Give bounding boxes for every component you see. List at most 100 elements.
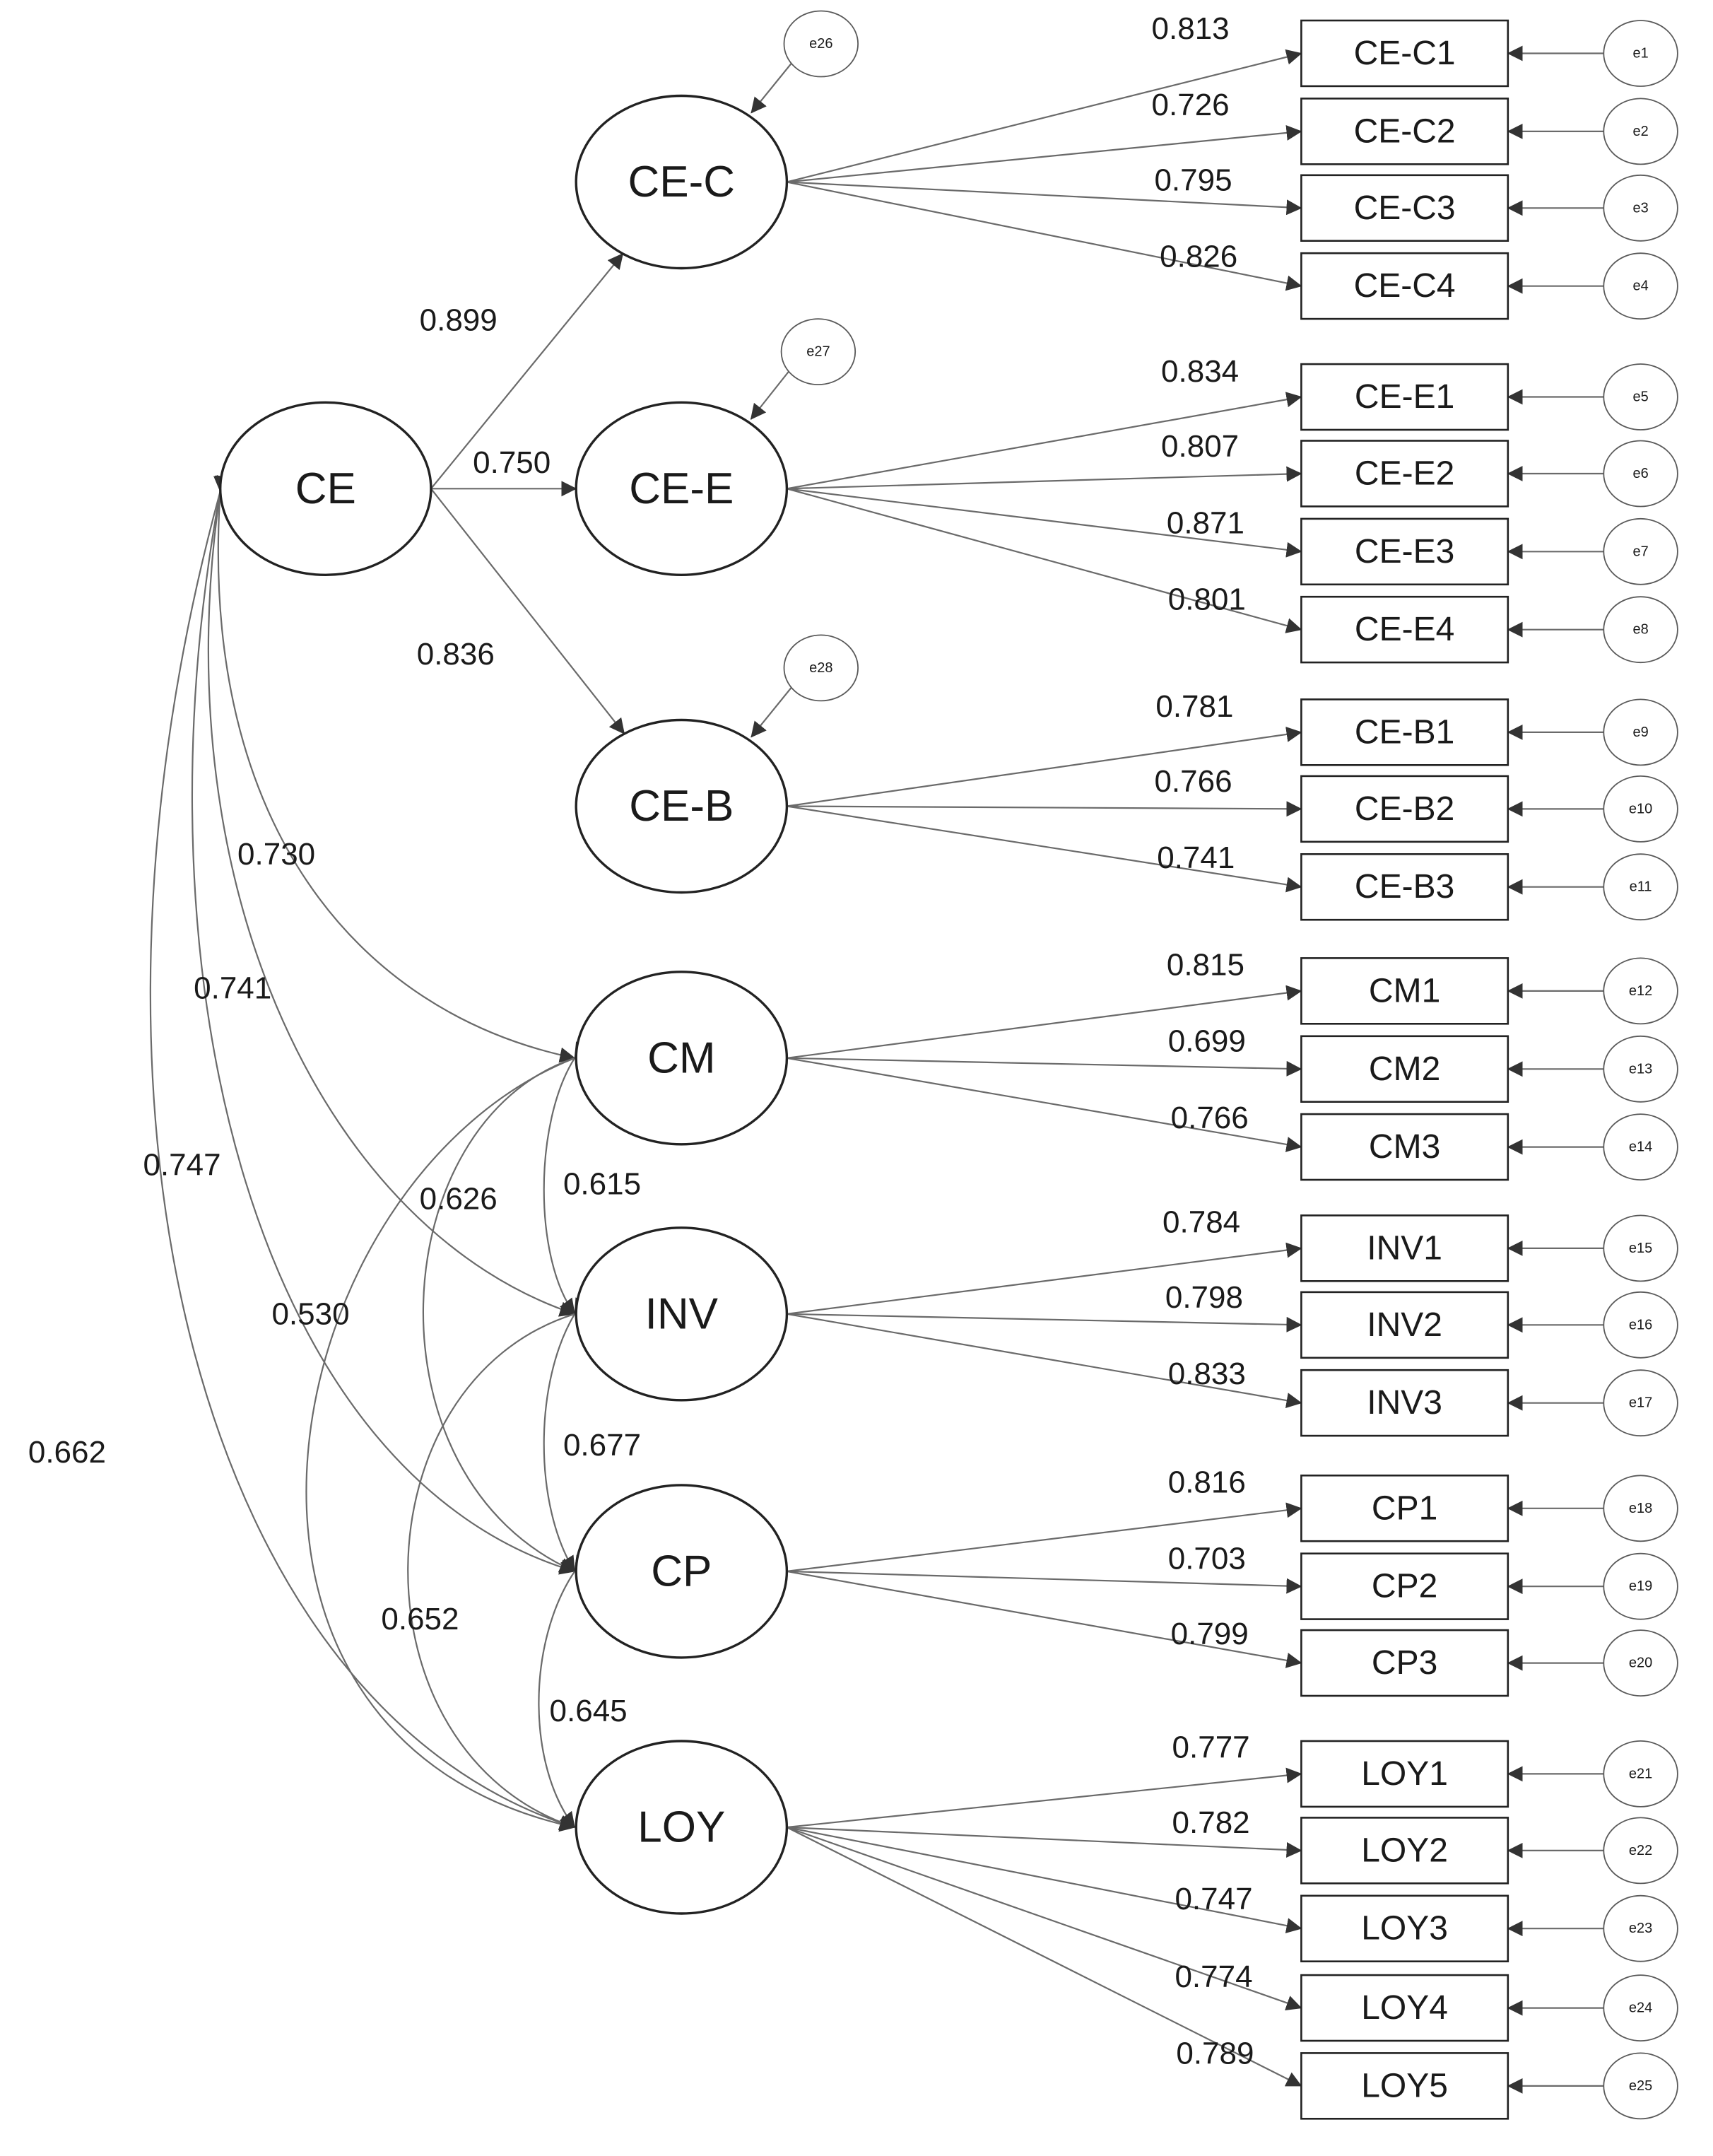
correlation-coef-ce-inv: 0.741 [194, 971, 271, 1006]
error-label-e25: e25 [1629, 2078, 1652, 2094]
indicator-label-ce-b1: CE-B1 [1355, 713, 1454, 751]
indicator-label-ce-c3: CE-C3 [1354, 189, 1456, 227]
structural-arrow-ce-c [430, 253, 624, 489]
latent-cp [575, 1484, 789, 1659]
error-term-e13 [1603, 1035, 1678, 1103]
loading-coef-cm2: 0.699 [1168, 1024, 1246, 1059]
indicator-box-ce-e3 [1300, 517, 1509, 586]
indicator-label-loy4: LOY4 [1361, 1989, 1448, 2027]
indicator-box-cp3 [1300, 1629, 1509, 1697]
error-label-e24: e24 [1629, 2000, 1652, 2016]
indicator-label-ce-e1: CE-E1 [1355, 378, 1454, 416]
loading-coef-ce-e4: 0.801 [1168, 582, 1246, 617]
loading-arrow-loy1 [787, 1767, 1302, 1829]
indicator-box-inv3 [1300, 1369, 1509, 1437]
loading-coef-ce-b1: 0.781 [1155, 689, 1233, 724]
loading-coef-inv2: 0.798 [1165, 1280, 1243, 1315]
loading-arrow-ce-b2 [787, 801, 1302, 817]
loading-arrow-ce-b3 [787, 805, 1302, 893]
indicator-label-cp2: CP2 [1372, 1568, 1437, 1605]
indicator-label-ce-e4: CE-E4 [1355, 611, 1454, 648]
error-label-e21: e21 [1629, 1766, 1652, 1781]
indicator-box-ce-c3 [1300, 174, 1509, 242]
loading-arrow-inv1 [787, 1242, 1302, 1315]
indicator-label-inv1: INV1 [1367, 1229, 1442, 1267]
error-term-e17 [1603, 1369, 1678, 1437]
correlation-coef-inv-loy: 0.652 [381, 1602, 459, 1636]
path-arrows [430, 45, 1604, 2094]
latent-label-cm: CM [647, 1033, 715, 1082]
loading-arrow-cp3 [787, 1570, 1302, 1668]
latent-label-inv: INV [645, 1289, 719, 1338]
loading-coef-ce-e3: 0.871 [1167, 505, 1244, 540]
disturbance-arrow-e27 [750, 370, 789, 420]
loading-coef-ce-b2: 0.766 [1154, 764, 1232, 799]
loading-arrow-cp1 [787, 1502, 1302, 1572]
loading-coef-loy4: 0.774 [1175, 1959, 1252, 1994]
coefficient-labels: 0.7300.7410.7470.6620.6150.6260.5300.677… [28, 11, 1254, 2070]
error-term-e7 [1603, 517, 1678, 585]
loading-arrow-loy3 [787, 1826, 1302, 1933]
loading-coef-ce-b3: 0.741 [1157, 840, 1235, 875]
correlation-coef-ce-cm: 0.730 [237, 837, 315, 872]
correlation-curve-ce-cp [191, 475, 576, 1575]
indicator-label-loy2: LOY2 [1361, 1832, 1448, 1869]
indicator-box-ce-c1 [1300, 19, 1509, 88]
correlation-curve-ce-inv [207, 475, 576, 1317]
structural-coef-ce-e: 0.750 [473, 445, 551, 480]
loading-coef-ce-c4: 0.826 [1160, 240, 1237, 274]
error-label-e18: e18 [1629, 1501, 1652, 1516]
error-label-e4: e4 [1632, 279, 1648, 294]
correlation-coef-ce-loy: 0.662 [28, 1435, 106, 1470]
loading-arrow-cp2 [787, 1570, 1302, 1594]
indicator-box-loy2 [1300, 1817, 1509, 1885]
loading-arrow-ce-c3 [787, 181, 1302, 216]
loading-arrow-ce-c1 [787, 49, 1302, 183]
indicator-label-ce-c4: CE-C4 [1354, 267, 1456, 305]
latent-ce-b [575, 718, 789, 894]
indicator-box-ce-b1 [1300, 698, 1509, 766]
indicator-label-ce-b2: CE-B2 [1355, 790, 1454, 828]
error-label-e15: e15 [1629, 1241, 1652, 1256]
indicator-box-cm3 [1300, 1113, 1509, 1181]
error-term-e12 [1603, 957, 1678, 1025]
structural-arrow-ce-b [430, 488, 625, 734]
loading-coef-ce-e2: 0.807 [1161, 429, 1239, 464]
error-term-e14 [1603, 1113, 1678, 1180]
error-term-e6 [1603, 440, 1678, 508]
latent-inv [575, 1226, 789, 1402]
error-label-e8: e8 [1632, 622, 1648, 638]
indicator-box-cp2 [1300, 1552, 1509, 1620]
error-label-e26: e26 [809, 36, 832, 52]
loading-coef-loy1: 0.777 [1172, 1730, 1250, 1765]
correlation-curves [149, 475, 591, 1832]
loading-coef-ce-c1: 0.813 [1152, 11, 1230, 46]
loading-arrow-ce-e4 [787, 488, 1302, 633]
error-term-e15 [1603, 1214, 1678, 1282]
indicator-box-loy1 [1300, 1740, 1509, 1808]
loading-coef-cm1: 0.815 [1167, 948, 1244, 983]
structural-coef-ce-c: 0.899 [420, 303, 498, 338]
error-term-e19 [1603, 1552, 1678, 1620]
indicator-box-cm1 [1300, 957, 1509, 1025]
latent-cm [575, 971, 789, 1146]
disturbance-arrow-e28 [750, 687, 792, 738]
latent-label-ce-c: CE-C [628, 158, 736, 206]
loading-coef-cp3: 0.799 [1171, 1617, 1249, 1651]
error-label-e16: e16 [1629, 1317, 1652, 1332]
loading-coef-ce-c2: 0.726 [1152, 88, 1230, 122]
error-term-e2 [1603, 98, 1678, 165]
indicator-box-ce-e1 [1300, 363, 1509, 431]
latent-label-loy: LOY [637, 1803, 725, 1852]
error-label-e12: e12 [1629, 983, 1652, 999]
correlation-coef-ce-cp: 0.747 [143, 1147, 220, 1182]
error-term-e26 [783, 10, 859, 78]
indicator-label-ce-e3: CE-E3 [1355, 533, 1454, 570]
error-term-e20 [1603, 1629, 1678, 1697]
correlation-curve-ce-loy [149, 475, 576, 1831]
error-term-e21 [1603, 1740, 1678, 1808]
loading-arrow-ce-c4 [787, 181, 1302, 291]
correlation-coef-inv-cp: 0.677 [563, 1428, 641, 1463]
error-label-e6: e6 [1632, 466, 1648, 481]
